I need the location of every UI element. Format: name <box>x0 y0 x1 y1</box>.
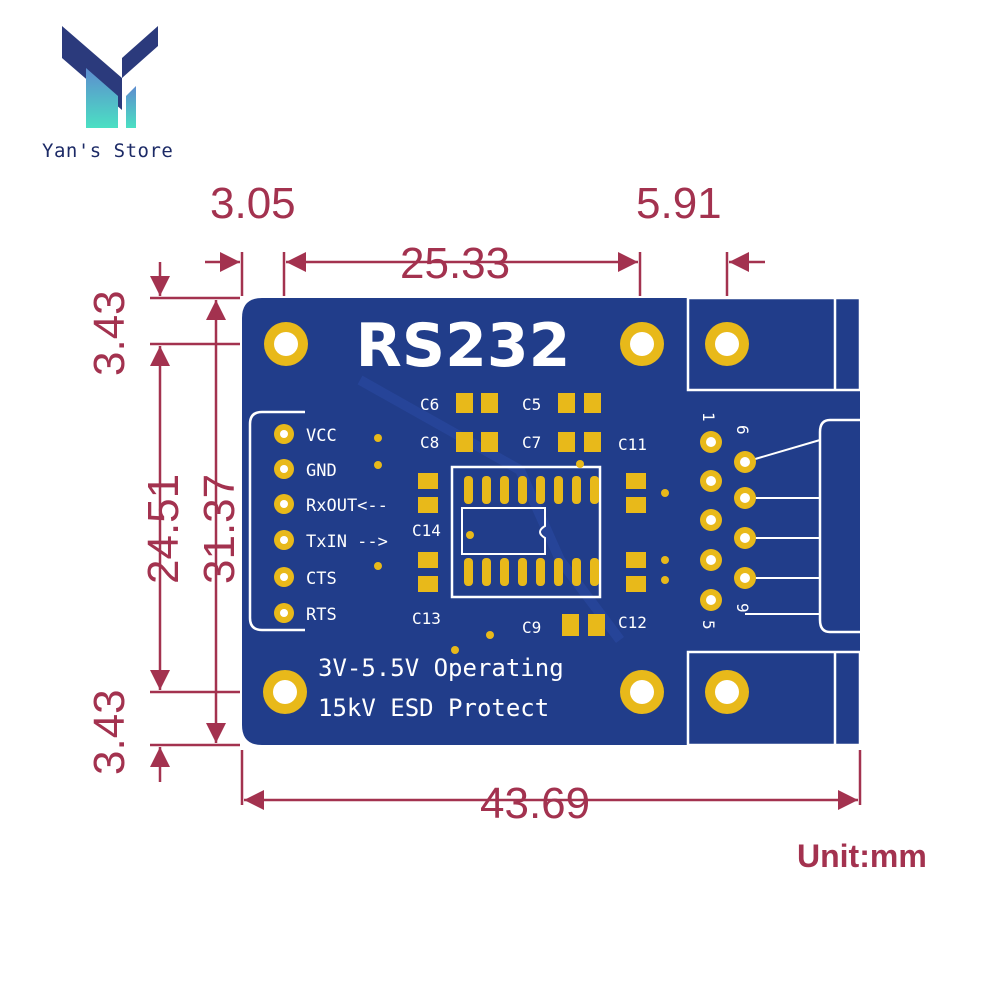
board-title: RS232 <box>356 311 571 381</box>
cap-label-c7: C7 <box>522 433 541 452</box>
cap-label-c8: C8 <box>420 433 439 452</box>
pcb-board <box>242 296 862 747</box>
cap-label-c13: C13 <box>412 609 441 628</box>
header-pin-pads <box>274 424 294 623</box>
ic-pads <box>464 476 599 586</box>
dim-top-width: 25.33 <box>400 239 510 288</box>
pin-label-cts: CTS <box>306 569 337 589</box>
db9-pin-pads <box>700 431 756 611</box>
unit-label: Unit:mm <box>797 838 927 874</box>
operating-voltage-text: 3V-5.5V Operating <box>318 654 564 682</box>
esd-protection-text: 15kV ESD Protect <box>318 694 549 722</box>
cap-label-c11: C11 <box>618 435 647 454</box>
db9-label-5: 5 <box>699 620 718 630</box>
dimension-lines <box>150 252 862 810</box>
store-logo <box>62 26 158 128</box>
db9-label-9: 9 <box>733 603 752 613</box>
cap-label-c14: C14 <box>412 521 441 540</box>
dim-top-left: 3.05 <box>210 179 296 228</box>
pin-label-gnd: GND <box>306 461 337 481</box>
pin-label-txin: TxIN --> <box>306 532 388 552</box>
dim-left-inner: 24.51 <box>139 474 188 584</box>
dim-bottom-total: 43.69 <box>480 779 590 828</box>
capacitor-pads <box>418 393 646 636</box>
store-name: Yan's Store <box>42 140 174 162</box>
pin-label-rxout: RxOUT<-- <box>306 496 388 516</box>
vias <box>374 434 669 654</box>
pin-label-rts: RTS <box>306 605 337 625</box>
pin-label-vcc: VCC <box>306 426 337 446</box>
dim-left-bottom: 3.43 <box>85 689 134 775</box>
cap-label-c12: C12 <box>618 613 647 632</box>
db9-label-1: 1 <box>699 412 718 422</box>
cap-label-c9: C9 <box>522 618 541 637</box>
cap-label-c5: C5 <box>522 395 541 414</box>
db9-label-6: 6 <box>733 425 752 435</box>
dim-top-right: 5.91 <box>636 179 722 228</box>
cap-label-c6: C6 <box>420 395 439 414</box>
dim-left-top: 3.43 <box>85 290 134 376</box>
mounting-holes <box>263 322 749 714</box>
dim-left-total: 31.37 <box>195 474 244 584</box>
